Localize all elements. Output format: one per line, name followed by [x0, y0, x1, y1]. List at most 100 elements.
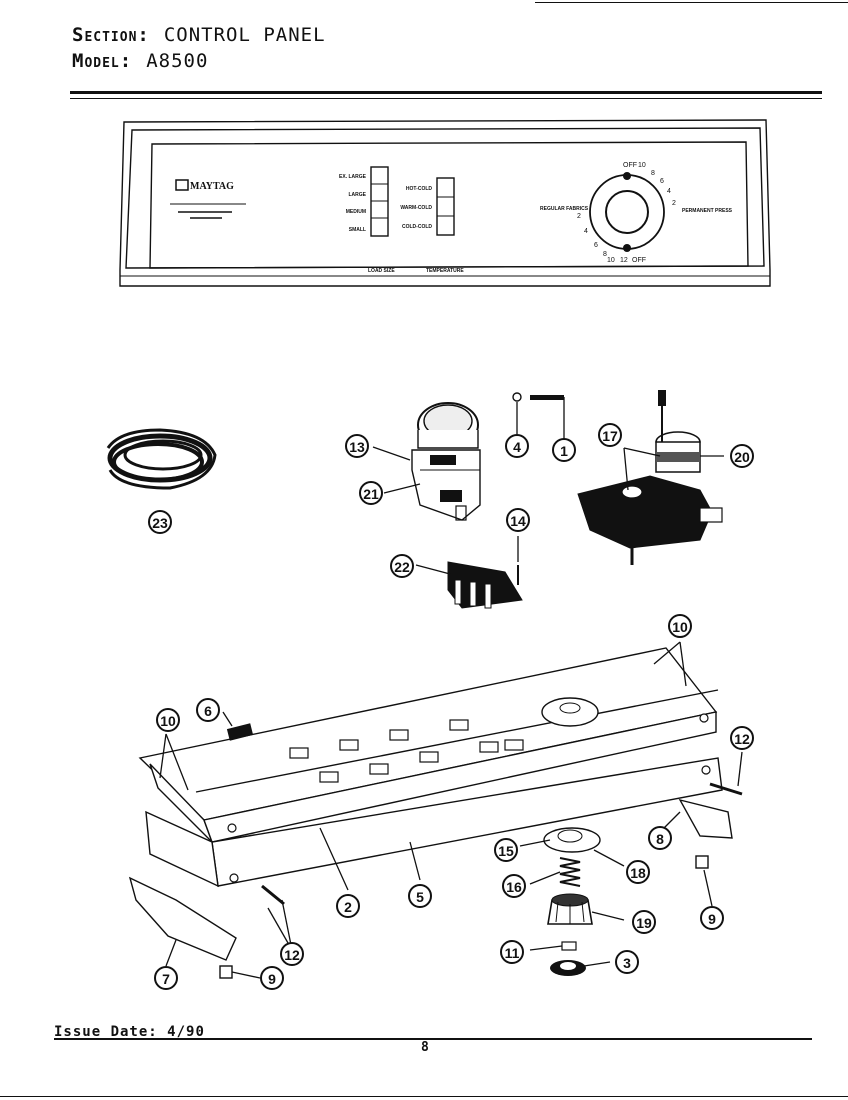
dial-number: 4	[584, 228, 588, 235]
callout-10: 10	[156, 708, 180, 732]
callout-4: 4	[505, 434, 529, 458]
temperature-label: TEMPERATURE	[426, 268, 464, 274]
callout-9: 9	[260, 966, 284, 990]
button-label-cold-cold: COLD-COLD	[402, 224, 432, 230]
screw	[261, 884, 285, 906]
callout-2: 2	[336, 894, 360, 918]
dial-off-bottom: OFF	[632, 257, 646, 264]
end-cap	[128, 876, 237, 961]
nut	[695, 855, 709, 869]
knob-insert	[512, 392, 522, 402]
section-heading: Section: CONTROL PANEL	[72, 24, 326, 46]
control-knob	[547, 893, 593, 925]
button-label-warm-cold: WARM-COLD	[400, 205, 432, 211]
dial-number: 12	[620, 257, 628, 264]
dial-number: 8	[651, 170, 655, 177]
dial-number: 4	[667, 188, 671, 195]
dial-off-top: OFF	[623, 162, 637, 169]
dial-number: 2	[672, 200, 676, 207]
callout-9: 9	[700, 906, 724, 930]
svg-text:19: 19	[636, 915, 652, 931]
header-rule-thin	[70, 98, 822, 99]
callout-21: 21	[359, 481, 383, 505]
model-heading: Model:A8500	[72, 50, 208, 72]
svg-text:21: 21	[363, 486, 379, 502]
maytag-logo	[175, 179, 189, 191]
svg-text:8: 8	[656, 831, 664, 847]
button-label-large: LARGE	[349, 192, 367, 198]
svg-text:1: 1	[560, 443, 568, 459]
svg-text:10: 10	[672, 619, 688, 635]
svg-text:18: 18	[630, 865, 646, 881]
issue-date-value: 4/90	[167, 1024, 205, 1040]
indicator-strip	[530, 395, 564, 400]
svg-text:13: 13	[349, 439, 365, 455]
dial-number: 6	[660, 178, 664, 185]
permanent-press-label: PERMANENT PRESS	[682, 208, 733, 214]
screw	[709, 782, 743, 796]
wire-harness-coil	[106, 428, 217, 490]
callout-5: 5	[408, 884, 432, 908]
nut	[219, 965, 233, 979]
footer-rule	[54, 1038, 812, 1040]
water-level-switch	[411, 402, 481, 521]
button-label-small: SMALL	[349, 227, 366, 233]
svg-text:16: 16	[506, 879, 522, 895]
knob-spring	[561, 941, 577, 951]
button-label-hot-cold: HOT-COLD	[406, 186, 432, 192]
load-size-buttons: EX. LARGE LARGE MEDIUM SMALL	[339, 166, 389, 237]
spring	[559, 857, 581, 887]
svg-text:14: 14	[510, 513, 526, 529]
issue-date: Issue Date: 4/90	[54, 1024, 205, 1040]
section-label: Section:	[72, 24, 150, 46]
svg-text:15: 15	[498, 843, 514, 859]
button-label-ex-large: EX. LARGE	[339, 174, 367, 180]
callout-19: 19	[632, 910, 656, 934]
svg-text:9: 9	[708, 911, 716, 927]
terminal-block	[447, 561, 523, 609]
top-corner-rule	[535, 2, 848, 3]
brand-label: MAYTAG	[190, 181, 234, 192]
callout-17: 17	[598, 423, 622, 447]
page-number: 8	[421, 1040, 429, 1055]
callout-18: 18	[626, 860, 650, 884]
svg-text:9: 9	[268, 971, 276, 987]
callout-15: 15	[494, 838, 518, 862]
timer-dial: OFF 10 8 6 4 2 2 4 6 8 10 12 OFF REGULAR…	[540, 162, 733, 264]
issue-date-label: Issue Date:	[54, 1024, 158, 1040]
load-size-label: LOAD SIZE	[368, 268, 395, 274]
header-rule-thick	[70, 91, 822, 94]
svg-text:6: 6	[204, 703, 212, 719]
svg-text:20: 20	[734, 449, 750, 465]
dial-number: 2	[577, 213, 581, 220]
callout-8: 8	[648, 826, 672, 850]
callout-16: 16	[502, 874, 526, 898]
svg-text:7: 7	[162, 971, 170, 987]
svg-text:4: 4	[513, 439, 521, 455]
callout-10: 10	[668, 614, 692, 638]
callout-3: 3	[615, 950, 639, 974]
control-panel-front: MAYTAG EX. LARGE LARGE MEDIUM SMALL HOT-…	[119, 119, 771, 287]
svg-text:12: 12	[734, 731, 750, 747]
dial-number: 10	[638, 162, 646, 169]
dial-number: 6	[594, 242, 598, 249]
callout-12: 12	[730, 726, 754, 750]
svg-text:11: 11	[505, 945, 520, 961]
temperature-buttons: HOT-COLD WARM-COLD COLD-COLD	[400, 177, 455, 236]
timer-assembly	[577, 390, 723, 565]
callout-6: 6	[196, 698, 220, 722]
callout-22: 22	[390, 554, 414, 578]
console-frame	[138, 647, 733, 888]
svg-text:3: 3	[623, 955, 631, 971]
clip	[226, 723, 254, 741]
callout-13: 13	[345, 434, 369, 458]
bottom-edge-rule	[0, 1096, 848, 1097]
section-value: CONTROL PANEL	[163, 24, 326, 46]
callout-1: 1	[552, 438, 576, 462]
svg-text:5: 5	[416, 889, 424, 905]
callout-12: 12	[280, 942, 304, 966]
svg-text:2: 2	[344, 899, 352, 915]
callout-23: 23	[148, 510, 172, 534]
dial-number: 10	[607, 257, 615, 264]
callout-14: 14	[506, 508, 530, 532]
